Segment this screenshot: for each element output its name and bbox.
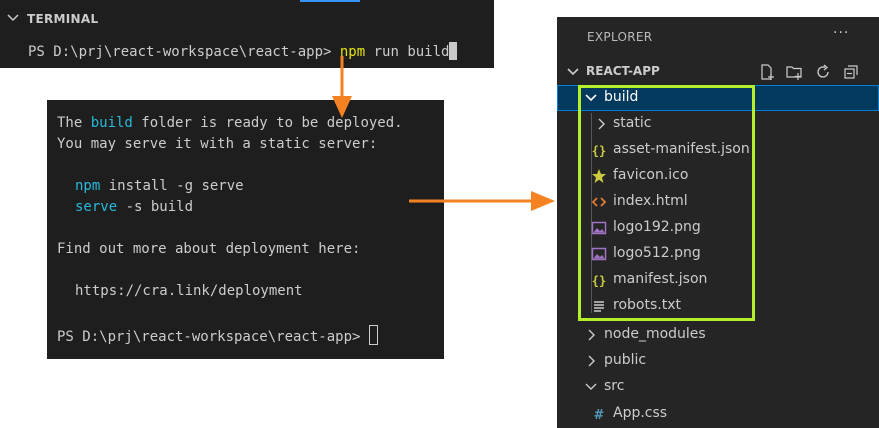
terminal-cursor bbox=[449, 42, 458, 60]
tree-item-asset-manifest[interactable]: {} asset-manifest.json bbox=[557, 137, 879, 163]
output-npm-word: npm bbox=[75, 178, 101, 194]
terminal-prompt: PS D:\prj\react-workspace\react-app> bbox=[28, 44, 340, 60]
tree-item-label: asset-manifest.json bbox=[613, 141, 750, 157]
text-file-icon bbox=[594, 301, 604, 312]
css-file-icon: # bbox=[594, 408, 605, 422]
indent-guide bbox=[591, 113, 592, 313]
tree-item-label: node_modules bbox=[604, 326, 706, 342]
tree-item-manifest[interactable]: {} manifest.json bbox=[557, 267, 879, 293]
tree-item-label: App.css bbox=[613, 405, 668, 421]
tree-item-label: logo512.png bbox=[613, 245, 701, 261]
terminal-prompt: PS D:\prj\react-workspace\react-app> bbox=[57, 329, 369, 345]
workspace-section-header[interactable]: REACT-APP bbox=[557, 61, 879, 83]
explorer-panel: EXPLORER ··· REACT-APP build bbox=[557, 17, 879, 428]
output-text: folder is ready to be deployed. bbox=[132, 115, 403, 131]
output-build-word: build bbox=[90, 115, 133, 131]
output-text: The bbox=[57, 115, 91, 131]
new-folder-icon[interactable] bbox=[785, 63, 803, 81]
collapse-all-icon[interactable] bbox=[842, 63, 860, 81]
tree-item-label: logo192.png bbox=[613, 219, 701, 235]
tree-item-robots[interactable]: robots.txt bbox=[557, 293, 879, 319]
output-line-serve-hint: You may serve it with a static server: bbox=[57, 136, 378, 152]
terminal-tab-bar: TERMINAL bbox=[0, 0, 494, 34]
chevron-down-icon bbox=[585, 383, 597, 390]
tree-item-label: build bbox=[604, 89, 639, 105]
tree-item-static[interactable]: static bbox=[557, 111, 879, 137]
command-npm: npm bbox=[339, 44, 366, 60]
output-line-serve-build: serve -s build bbox=[75, 199, 193, 215]
tree-item-label: favicon.ico bbox=[613, 167, 689, 183]
chevron-right-icon bbox=[588, 355, 595, 367]
chevron-down-icon bbox=[585, 94, 597, 102]
more-actions-icon[interactable]: ··· bbox=[833, 25, 850, 41]
new-file-icon[interactable] bbox=[758, 63, 776, 81]
refresh-icon[interactable] bbox=[814, 63, 832, 81]
svg-text:#: # bbox=[594, 408, 605, 422]
command-args: run build bbox=[365, 44, 450, 60]
workspace-name: REACT-APP bbox=[586, 64, 660, 78]
tree-item-node-modules[interactable]: node_modules bbox=[557, 322, 879, 348]
output-prompt-line[interactable]: PS D:\prj\react-workspace\react-app> bbox=[57, 325, 378, 345]
output-line-npm-install: npm install -g serve bbox=[75, 178, 244, 194]
tree-item-app-css[interactable]: # App.css bbox=[557, 401, 879, 427]
output-line-find-out: Find out more about deployment here: bbox=[57, 241, 361, 257]
json-file-icon: {} bbox=[592, 144, 606, 158]
output-text: install -g serve bbox=[100, 178, 244, 194]
terminal-panel-top: TERMINAL PS D:\prj\react-workspace\react… bbox=[0, 0, 494, 68]
chevron-right-icon bbox=[598, 118, 605, 130]
svg-text:{}: {} bbox=[592, 274, 606, 288]
json-file-icon: {} bbox=[592, 274, 606, 288]
star-file-icon bbox=[592, 169, 606, 183]
tree-item-build[interactable]: build bbox=[557, 85, 879, 111]
arrow-down-icon bbox=[332, 56, 352, 118]
html-file-icon bbox=[591, 197, 607, 207]
tree-item-label: manifest.json bbox=[613, 271, 708, 287]
tree-item-logo512[interactable]: logo512.png bbox=[557, 241, 879, 267]
tree-item-index-html[interactable]: index.html bbox=[557, 189, 879, 215]
chevron-down-icon[interactable] bbox=[566, 65, 580, 79]
explorer-title: EXPLORER bbox=[587, 30, 653, 44]
terminal-command-line[interactable]: PS D:\prj\react-workspace\react-app> npm… bbox=[28, 42, 458, 60]
tree-item-label: index.html bbox=[613, 193, 688, 209]
arrow-right-icon bbox=[409, 191, 555, 211]
terminal-cursor bbox=[368, 325, 378, 345]
svg-text:{}: {} bbox=[592, 144, 606, 158]
tree-item-logo192[interactable]: logo192.png bbox=[557, 215, 879, 241]
terminal-title[interactable]: TERMINAL bbox=[27, 12, 99, 26]
image-file-icon bbox=[591, 221, 607, 235]
output-text: -s build bbox=[117, 199, 194, 215]
output-serve-word: serve bbox=[75, 199, 118, 215]
active-tab-indicator bbox=[300, 0, 360, 2]
tree-item-public[interactable]: public bbox=[557, 348, 879, 374]
tree-item-label: public bbox=[604, 352, 647, 368]
chevron-right-icon bbox=[588, 329, 595, 341]
tree-item-label: src bbox=[604, 378, 625, 394]
image-file-icon bbox=[591, 247, 607, 261]
output-line-ready: The build folder is ready to be deployed… bbox=[57, 115, 403, 131]
terminal-output-panel: The build folder is ready to be deployed… bbox=[47, 100, 444, 359]
chevron-down-icon[interactable] bbox=[6, 11, 20, 25]
tree-item-label: robots.txt bbox=[613, 297, 681, 313]
tree-item-label: static bbox=[613, 115, 652, 131]
tree-item-favicon[interactable]: favicon.ico bbox=[557, 163, 879, 189]
deployment-link[interactable]: https://cra.link/deployment bbox=[75, 283, 303, 299]
tree-item-src[interactable]: src bbox=[557, 374, 879, 400]
